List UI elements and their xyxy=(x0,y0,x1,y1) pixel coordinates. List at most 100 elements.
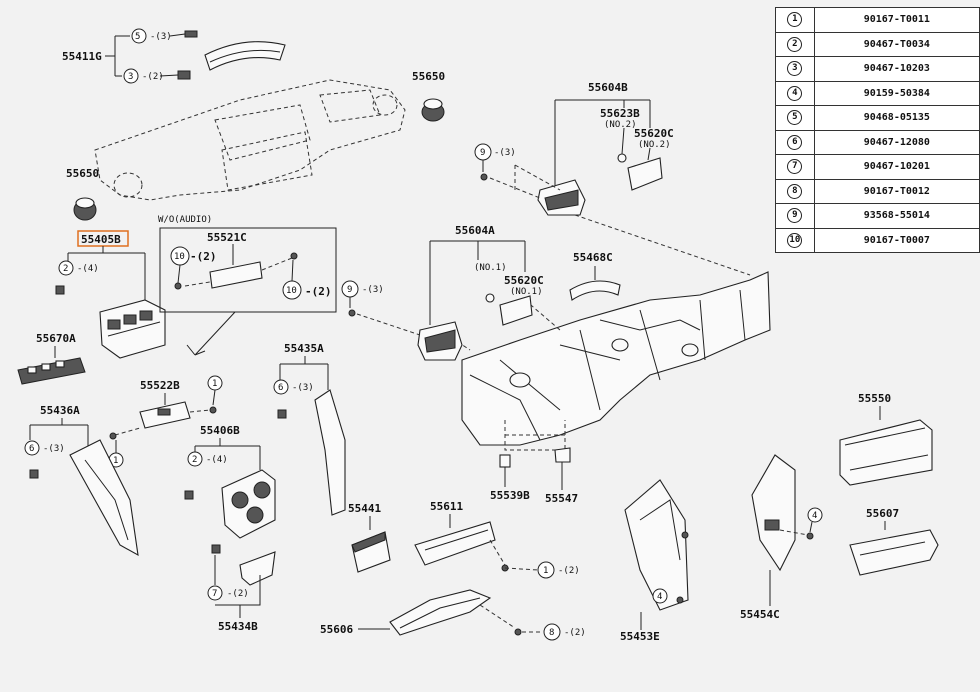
callout-1: 1 xyxy=(212,379,217,389)
screw-10[interactable] xyxy=(174,282,182,290)
label-no2: (NO.2) xyxy=(638,140,671,150)
screw-9b[interactable] xyxy=(348,309,356,317)
label-no2: (NO.2) xyxy=(604,120,637,130)
legend-number-cell: 1 xyxy=(775,7,815,33)
label-55604b: 55604B xyxy=(588,81,628,94)
legend-part-code: 90467-T0034 xyxy=(813,31,980,57)
legend-number-cell: 2 xyxy=(775,31,815,57)
panel-55611[interactable] xyxy=(414,521,496,566)
instrument-panel-reinforcement[interactable] xyxy=(461,271,771,446)
center-bezel-55405b[interactable] xyxy=(99,299,166,359)
callout-9: 9 xyxy=(480,148,485,158)
cover-55620c-no2[interactable] xyxy=(627,157,663,191)
clip-2[interactable] xyxy=(55,285,65,295)
panel-55607[interactable] xyxy=(849,529,939,576)
legend-part-code: 90167-T0007 xyxy=(813,227,980,253)
legend-number-cell: 4 xyxy=(775,80,815,106)
label-55521c: 55521C xyxy=(207,231,247,244)
label-55522b: 55522B xyxy=(140,379,180,392)
legend-number-cell: 10 xyxy=(775,227,815,253)
legend-number: 6 xyxy=(787,134,803,150)
legend-number-cell: 3 xyxy=(775,56,815,82)
label-55434b: 55434B xyxy=(218,620,258,633)
callout-9: 9 xyxy=(347,285,352,295)
label-55547: 55547 xyxy=(545,492,578,505)
clip-7[interactable] xyxy=(211,544,221,554)
clip-55623b[interactable] xyxy=(617,153,627,163)
callout-10: 10 xyxy=(174,252,185,262)
screw-10b[interactable] xyxy=(290,252,298,260)
screw-1b[interactable] xyxy=(109,432,117,440)
callout-qty: -(3) xyxy=(150,32,172,42)
clip-6b[interactable] xyxy=(277,409,287,419)
legend-part-code: 93568-55014 xyxy=(813,203,980,229)
callout-5: 5 xyxy=(135,32,140,42)
callout-1: 1 xyxy=(543,566,548,576)
lower-panel-55454c[interactable] xyxy=(751,454,796,572)
legend-part-code: 90468-05135 xyxy=(813,105,980,131)
support-55606[interactable] xyxy=(389,589,492,636)
screw-1[interactable] xyxy=(209,406,217,414)
screw-8[interactable] xyxy=(514,628,522,636)
legend-number-cell: 6 xyxy=(775,129,815,155)
callout-qty: -(2) xyxy=(190,250,217,263)
callout-2: 2 xyxy=(192,455,197,465)
glove-box-55550[interactable] xyxy=(839,419,933,486)
bracket-55547[interactable] xyxy=(554,447,571,463)
vent-55650-top[interactable] xyxy=(421,98,445,122)
clip-2b[interactable] xyxy=(184,490,194,500)
screw-9[interactable] xyxy=(480,173,488,181)
label-55441: 55441 xyxy=(348,502,381,515)
legend-part-code: 90467-10203 xyxy=(813,56,980,82)
vent-duct-55604b[interactable] xyxy=(537,179,586,216)
legend-number: 8 xyxy=(787,183,803,199)
callout-10: 10 xyxy=(286,286,297,296)
clip-5[interactable] xyxy=(184,30,198,38)
clip-no1[interactable] xyxy=(485,293,495,303)
gauge-hood-part[interactable] xyxy=(204,41,286,71)
clip-3[interactable] xyxy=(177,70,191,80)
legend-number: 1 xyxy=(787,12,803,28)
brace-55468c[interactable] xyxy=(569,280,621,301)
callout-1: 1 xyxy=(113,456,118,466)
switch-panel-55670a[interactable] xyxy=(17,357,86,385)
legend-number: 2 xyxy=(787,36,803,52)
callout-2: 2 xyxy=(63,264,68,274)
switch-bezel-55406b[interactable] xyxy=(221,469,276,539)
clip-6[interactable] xyxy=(29,469,39,479)
legend-row: 8 90167-T0012 xyxy=(775,178,980,204)
label-55650-left: 55650 xyxy=(66,167,99,180)
callout-6: 6 xyxy=(29,444,34,454)
callout-4: 4 xyxy=(812,511,817,521)
vent-55650-left[interactable] xyxy=(73,197,97,221)
legend-number: 9 xyxy=(787,208,803,224)
legend-part-code: 90467-12080 xyxy=(813,129,980,155)
screw-4[interactable] xyxy=(806,532,814,540)
legend-row: 6 90467-12080 xyxy=(775,129,980,155)
label-55454c: 55454C xyxy=(740,608,780,621)
callout-qty: -(2) xyxy=(305,285,332,298)
legend-number-cell: 5 xyxy=(775,105,815,131)
pocket-55521c[interactable] xyxy=(209,261,263,289)
side-panel-55435a[interactable] xyxy=(314,389,346,516)
label-55406b: 55406B xyxy=(200,424,240,437)
legend-part-code: 90167-T0012 xyxy=(813,178,980,204)
panel-55434b[interactable] xyxy=(239,551,276,586)
vent-duct-55604a[interactable] xyxy=(417,321,463,361)
cover-55620c-no1[interactable] xyxy=(499,295,533,326)
bracket-55539b[interactable] xyxy=(499,454,511,468)
callout-3: 3 xyxy=(128,72,133,82)
legend-number: 4 xyxy=(787,85,803,101)
label-no1: (NO.1) xyxy=(474,263,507,273)
legend-number: 10 xyxy=(787,232,803,248)
label-55550: 55550 xyxy=(858,392,891,405)
label-55670a: 55670A xyxy=(36,332,76,345)
label-55405b[interactable]: 55405B xyxy=(81,233,121,246)
label-55468c: 55468C xyxy=(573,251,613,264)
callout-qty: -(2) xyxy=(564,628,586,638)
side-panel-55436a[interactable] xyxy=(69,439,139,557)
